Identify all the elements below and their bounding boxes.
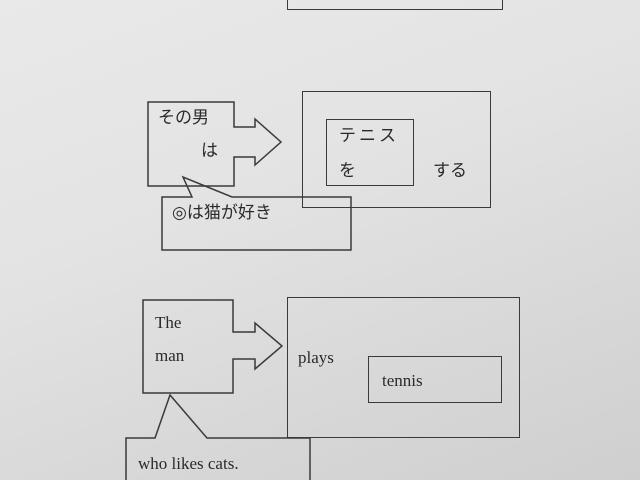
jp-object-box	[326, 119, 414, 186]
jp-object-text: テニス	[339, 126, 399, 146]
jp-predicate-box	[302, 91, 491, 208]
en-object-box	[368, 356, 502, 403]
en-subject-text-2: man	[155, 346, 185, 365]
jp-subject-text: その男	[158, 108, 209, 128]
jp-relative-clause-text: ◎は猫が好き	[172, 203, 272, 223]
jp-verb-text: する	[433, 161, 467, 181]
jp-subject-particle: は	[201, 141, 218, 161]
en-verb-text: plays	[298, 348, 334, 367]
top-partial-box	[287, 0, 503, 10]
en-relative-clause-text: who likes cats.	[138, 454, 239, 473]
jp-object-particle: を	[339, 161, 356, 181]
en-object-text: tennis	[382, 371, 423, 390]
en-subject-text: The	[155, 313, 182, 332]
en-predicate-box	[287, 297, 520, 438]
